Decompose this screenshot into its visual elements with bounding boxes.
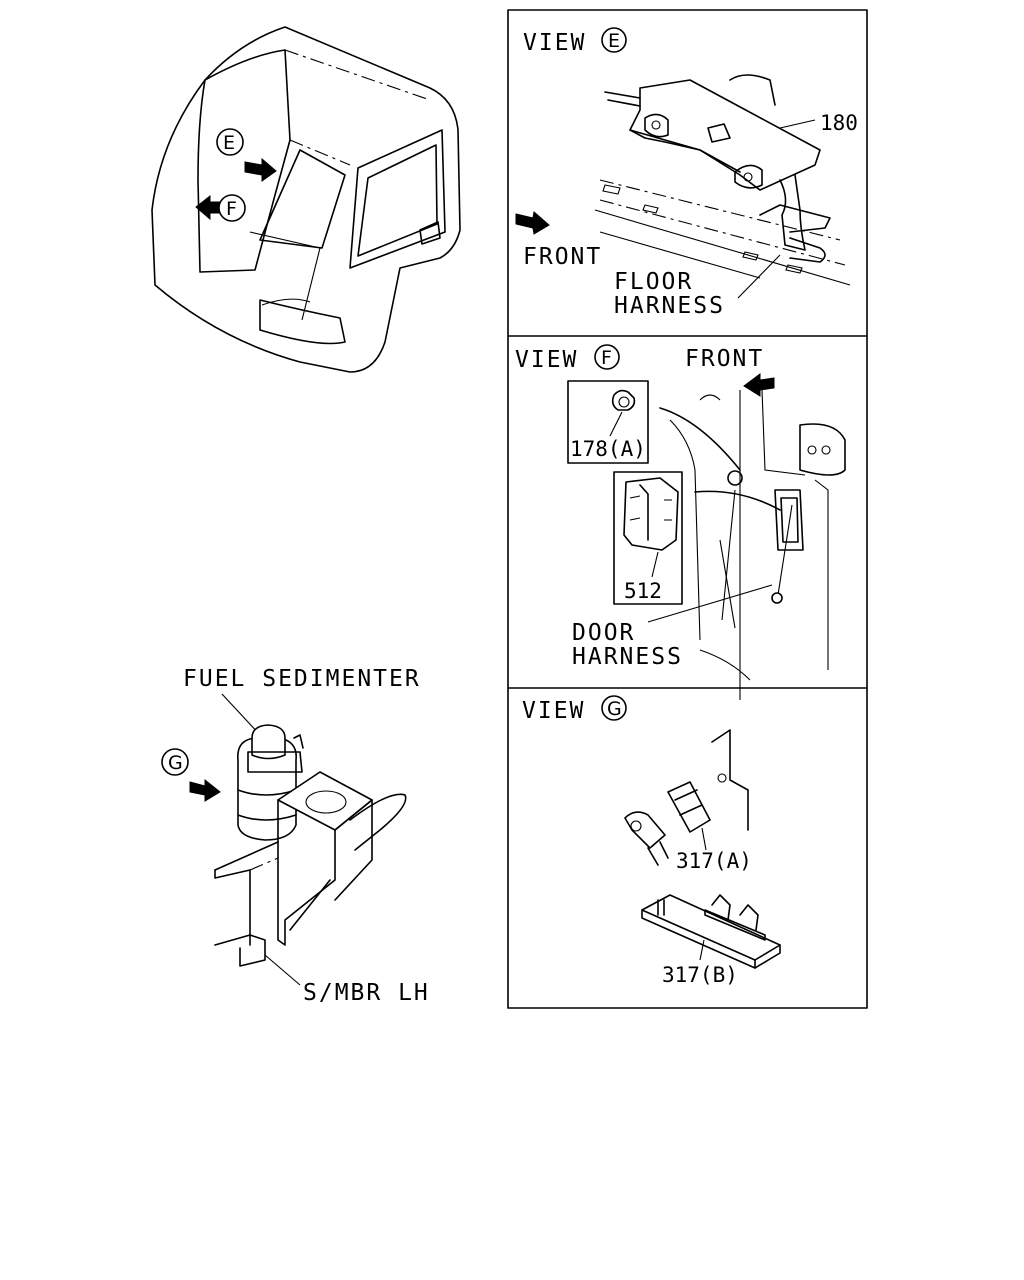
fuel-sedimenter-view: FUEL SEDIMENTER G S/MBR LH bbox=[161, 666, 430, 1006]
part-178a-label: 178(A) bbox=[570, 437, 646, 461]
part-512-label: 512 bbox=[624, 579, 662, 603]
marker-g-circle bbox=[161, 748, 189, 776]
smbr-lh-label: S/MBR LH bbox=[303, 980, 430, 1006]
arrow-f-icon bbox=[195, 194, 223, 221]
view-f-title: VIEW bbox=[515, 347, 578, 373]
view-g-marker: G bbox=[607, 698, 622, 720]
view-e-marker: E bbox=[608, 30, 620, 52]
view-e-marker-circle bbox=[601, 27, 627, 53]
part-317b-label: 317(B) bbox=[662, 963, 738, 987]
inset-178a bbox=[567, 380, 649, 464]
marker-f-label: F bbox=[226, 198, 237, 220]
door-harness-line2: HARNESS bbox=[572, 644, 683, 670]
cab-overview: E F bbox=[151, 26, 461, 373]
marker-f-circle bbox=[218, 194, 246, 222]
bracket-180 bbox=[604, 74, 831, 263]
front-arrow-f-icon bbox=[743, 373, 775, 397]
marker-e-circle bbox=[216, 128, 244, 156]
fuel-sedimenter-label: FUEL SEDIMENTER bbox=[183, 666, 421, 692]
inset-512 bbox=[613, 471, 683, 605]
view-g-marker-circle bbox=[601, 695, 627, 721]
view-f-marker: F bbox=[601, 347, 612, 369]
view-f-front: FRONT bbox=[685, 346, 764, 372]
part-180-label: 180 bbox=[820, 111, 858, 135]
view-e-panel: VIEW E 180 FRONT bbox=[515, 27, 858, 319]
view-f-panel: VIEW F FRONT 178(A) 512 bbox=[515, 344, 846, 700]
part-317a-label: 317(A) bbox=[676, 849, 752, 873]
view-panels-frame bbox=[507, 9, 868, 1009]
marker-g-label: G bbox=[168, 752, 183, 774]
floor-harness-line1: FLOOR bbox=[614, 269, 693, 295]
marker-e-label: E bbox=[223, 132, 235, 154]
view-f-marker-circle bbox=[594, 344, 620, 370]
clip-317a bbox=[624, 781, 711, 866]
arrow-g-icon bbox=[189, 778, 221, 802]
bracket-317b bbox=[641, 894, 781, 969]
view-g-panel: VIEW G 317(A) 317(B) bbox=[522, 695, 781, 987]
floor-harness-line2: HARNESS bbox=[614, 293, 725, 319]
arrow-e-icon bbox=[244, 157, 277, 182]
view-e-title: VIEW bbox=[523, 30, 586, 56]
front-arrow-e-icon bbox=[515, 211, 550, 235]
view-e-front: FRONT bbox=[523, 244, 602, 270]
view-g-title: VIEW bbox=[522, 698, 585, 724]
door-harness-line1: DOOR bbox=[572, 620, 635, 646]
